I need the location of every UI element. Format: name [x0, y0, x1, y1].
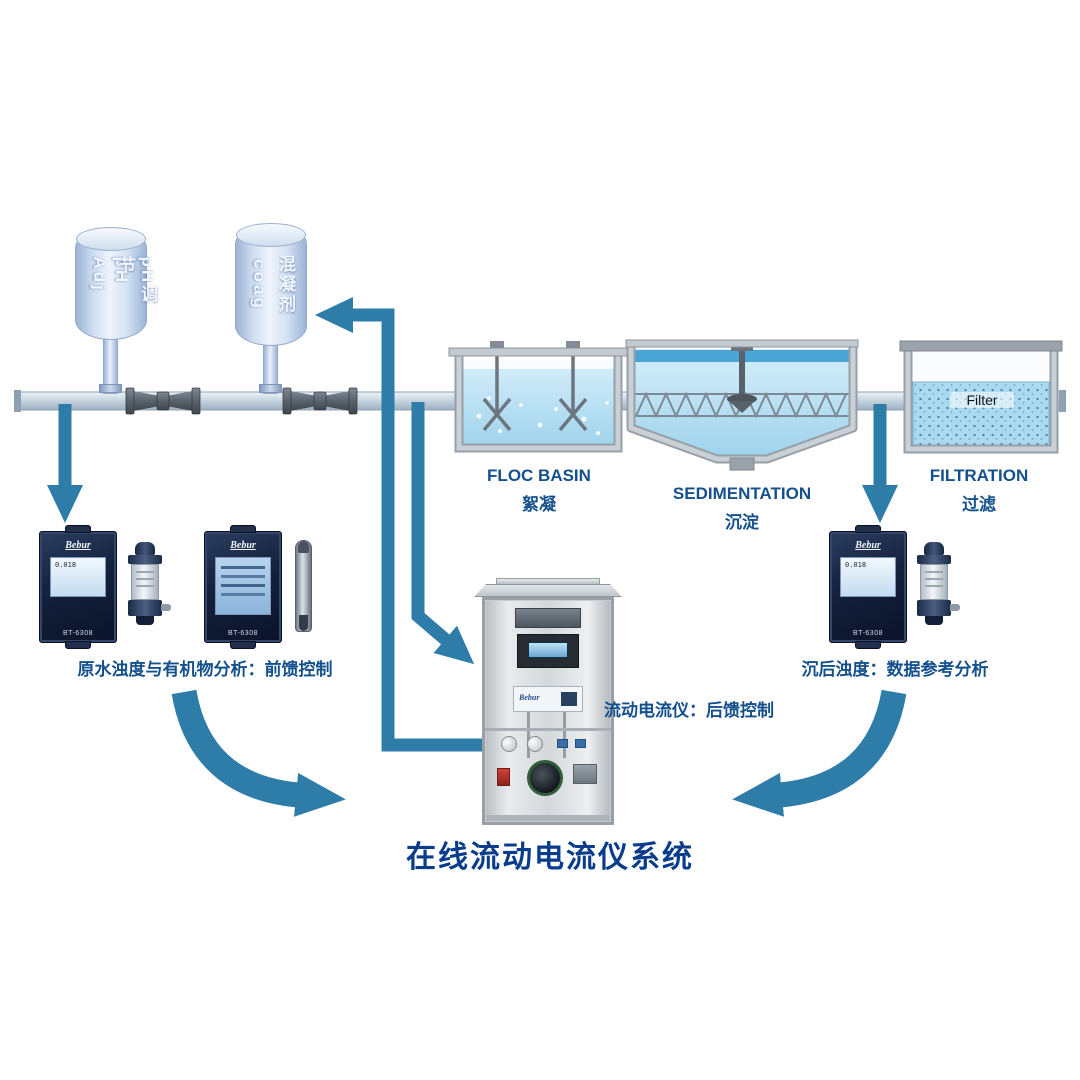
sensor-port: [950, 604, 960, 611]
tank-ph-label-en: pH Adj: [90, 256, 131, 293]
sensor-port: [161, 604, 171, 611]
streaming-current-analyzer-cabinet: Bebur: [474, 578, 622, 825]
sedimentation-label-en: SEDIMENTATION: [672, 484, 812, 503]
analyzer-controller-right: Bebur 0.018 BT-6308: [829, 531, 907, 643]
arrow-analyzer-sample: [411, 402, 475, 665]
floc-basin-label-en: FLOC BASIN: [487, 466, 591, 485]
cabinet-shelf: [485, 728, 611, 731]
sample-cell: [573, 764, 597, 784]
cabinet-top-module: [515, 608, 581, 628]
cabinet-screen: [528, 642, 568, 658]
tank-coag-label-en: coag: [250, 259, 269, 311]
organics-probe: [295, 540, 312, 632]
right-analyzer-caption: 沉后浊度：数据参考分析: [801, 660, 989, 679]
valve-handle: [575, 739, 586, 748]
dosing-pump: [501, 736, 517, 752]
filtration-label: FILTRATION 过滤: [898, 466, 1060, 515]
left-analyzers-caption: 原水浊度与有机物分析：前馈控制: [77, 660, 333, 679]
controller-screen: 0.018: [840, 557, 896, 597]
screen-trend-chart: [221, 566, 265, 569]
tank-coag-label: coag 混凝剂: [236, 225, 306, 345]
pump-motor: [497, 768, 510, 786]
tank-coag-label-zh: 混凝剂: [276, 255, 295, 315]
panel-screen: [561, 692, 577, 706]
controller-screen: 0.018: [50, 557, 106, 597]
sensor-lower: [917, 600, 960, 616]
sensor-cap: [135, 542, 155, 555]
turbidity-sensor-left: [122, 542, 171, 634]
pipe-valve-1: [125, 387, 201, 415]
center-analyzer-caption: 流动电流仪：后馈控制: [604, 701, 774, 720]
brand-logo: Bebur: [65, 540, 91, 551]
sensor-body: [131, 564, 159, 600]
turbidity-sensor-right: [911, 542, 960, 634]
sensor-body: [920, 564, 948, 600]
dosing-pump: [527, 736, 543, 752]
sensor-lower: [128, 600, 171, 616]
model-label: BT-6308: [63, 630, 93, 637]
brand-logo: Bebur: [230, 540, 256, 551]
ph-tank-outlet-pipe: [99, 336, 122, 394]
sensor-foot: [136, 616, 154, 625]
flow-arrows: [47, 297, 907, 817]
cabinet-display-unit: [517, 634, 579, 668]
floc-basin-label: FLOC BASIN 絮凝: [448, 466, 630, 515]
sedimentation-label-zh: 沉淀: [725, 513, 759, 532]
controller-screen: [215, 557, 271, 615]
sample-tube: [563, 712, 566, 758]
floc-basin: [448, 341, 629, 453]
curved-arrow-left: [171, 689, 346, 817]
cabinet-crown: [496, 578, 600, 584]
sensor-collar: [917, 555, 951, 564]
filtration-label-zh: 过滤: [962, 495, 996, 514]
tank-rim: [76, 227, 146, 251]
valve-handle: [557, 739, 568, 748]
flywheel: [527, 760, 563, 796]
sensor-collar: [128, 555, 162, 564]
brand-logo: Bebur: [519, 693, 540, 702]
mixer-impeller-icons: [482, 352, 588, 432]
curved-arrow-right: [732, 689, 907, 817]
tank-ph-label: pH Adj pH调节: [76, 229, 157, 339]
filtration-label-en: FILTRATION: [929, 466, 1029, 485]
model-label: BT-6308: [228, 630, 258, 637]
screen-reading: 0.018: [845, 561, 867, 569]
tank-ph-adjust: pH Adj pH调节: [75, 227, 157, 340]
sensor-foot: [925, 616, 943, 625]
floc-basin-label-zh: 絮凝: [522, 495, 556, 514]
cabinet-roof: [474, 584, 622, 597]
bubbles: [476, 396, 609, 435]
coag-tank-outlet-pipe: [259, 342, 282, 394]
brand-logo: Bebur: [855, 540, 881, 551]
pipe-valve-2: [282, 387, 358, 415]
screen-reading: 0.018: [55, 561, 77, 569]
sedimentation-tank: [625, 339, 859, 471]
cabinet-body: Bebur: [482, 597, 614, 825]
tank-coagulant: coag 混凝剂: [235, 223, 307, 346]
analyzer-controller-left-2: Bebur BT-6308: [204, 531, 282, 643]
analyzer-controller-left-1: Bebur 0.018 BT-6308: [39, 531, 117, 643]
sedimentation-label: SEDIMENTATION 沉淀: [628, 484, 856, 533]
sensor-cap: [924, 542, 944, 555]
sample-tube: [527, 712, 530, 758]
tank-rim: [236, 223, 306, 247]
arrow-feedback-to-coagulant: [315, 297, 545, 752]
cabinet-controller-panel: Bebur: [513, 686, 583, 712]
diagram-title: 在线流动电流仪系统: [406, 841, 694, 874]
model-label: BT-6308: [853, 630, 883, 637]
filter-media-label: Filter: [950, 392, 1014, 408]
tank-ph-label-zh: pH调节: [116, 256, 157, 306]
